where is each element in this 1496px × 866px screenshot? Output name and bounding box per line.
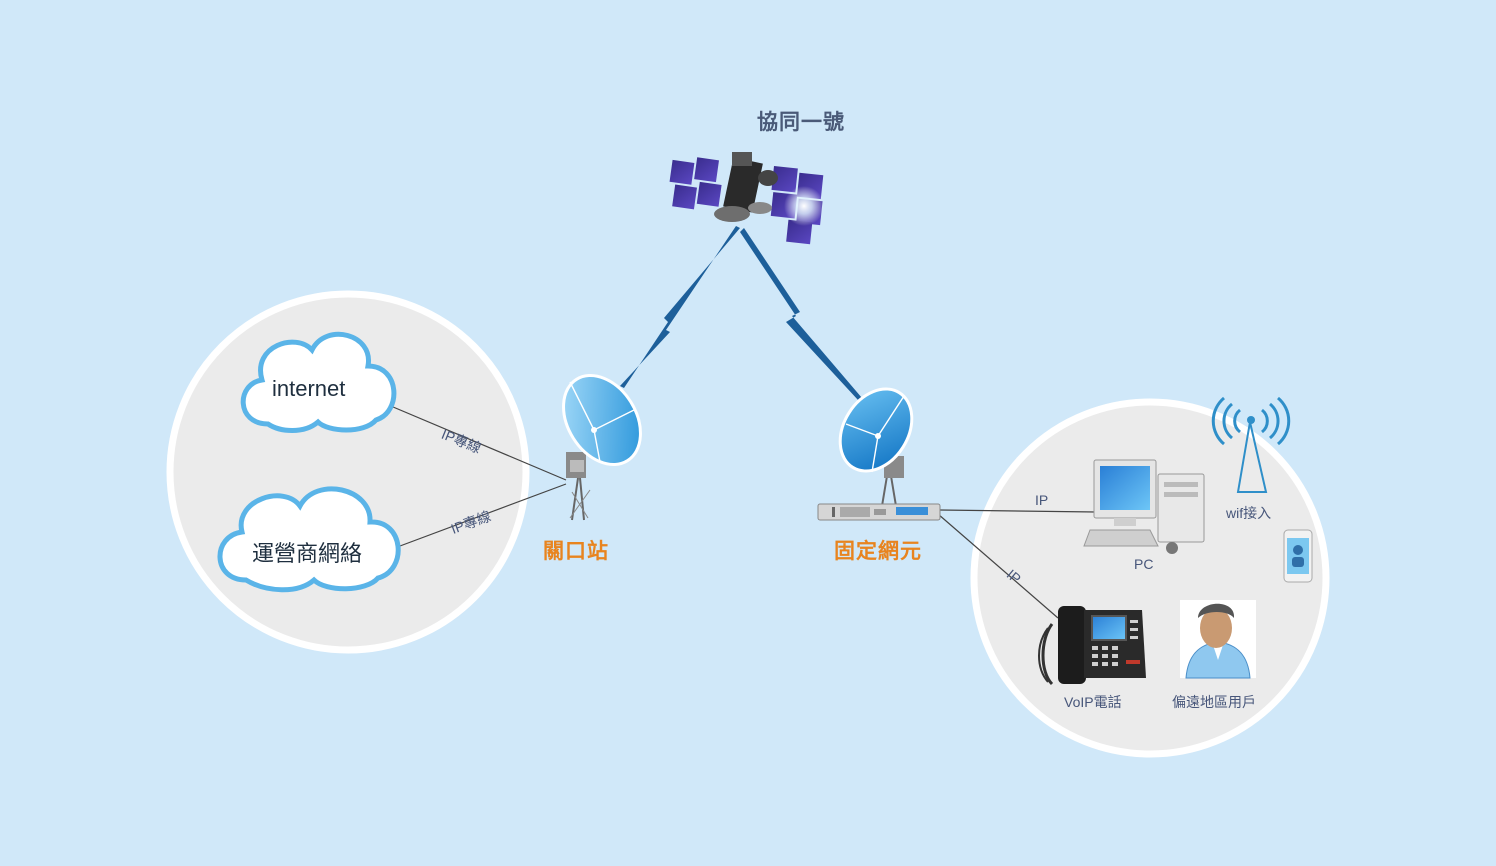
- terminal-radio-link: [740, 228, 862, 400]
- terminal-dish-icon: [817, 387, 941, 521]
- gateway-dish-icon: [562, 373, 642, 521]
- smartphone-icon: [1283, 529, 1313, 583]
- right-network-circle: [970, 398, 1330, 758]
- voip-label: VoIP電話: [1064, 694, 1122, 710]
- wifi-tower-icon: [1211, 396, 1291, 493]
- internet-cloud-label: internet: [272, 376, 346, 401]
- gateway-radio-link: [620, 226, 740, 388]
- wifi-label: wif接入: [1226, 505, 1272, 521]
- fixed-terminal-label: 固定網元: [834, 540, 922, 563]
- carrier-link-line: [399, 483, 567, 547]
- satellite-name: 協同一號: [757, 111, 845, 134]
- gateway-label: 關口站: [543, 540, 609, 563]
- internet-cloud-icon: [240, 331, 397, 433]
- remote-user-label: 偏遠地區用戶: [1172, 694, 1256, 710]
- pc-label: PC: [1134, 556, 1154, 572]
- internet-link-line: [385, 403, 567, 481]
- pc-link-label: IP: [1035, 492, 1049, 508]
- carrier-cloud-label: 運營商網絡: [252, 541, 363, 566]
- voip-link-line: [937, 513, 1059, 619]
- desktop-computer-icon: [1083, 459, 1205, 554]
- pc-link-line: [939, 509, 1097, 513]
- desk-phone-icon: [1038, 606, 1146, 686]
- satellite-icon: [669, 152, 824, 245]
- carrier-cloud-icon: [217, 486, 401, 593]
- user-avatar-icon: [1180, 600, 1256, 679]
